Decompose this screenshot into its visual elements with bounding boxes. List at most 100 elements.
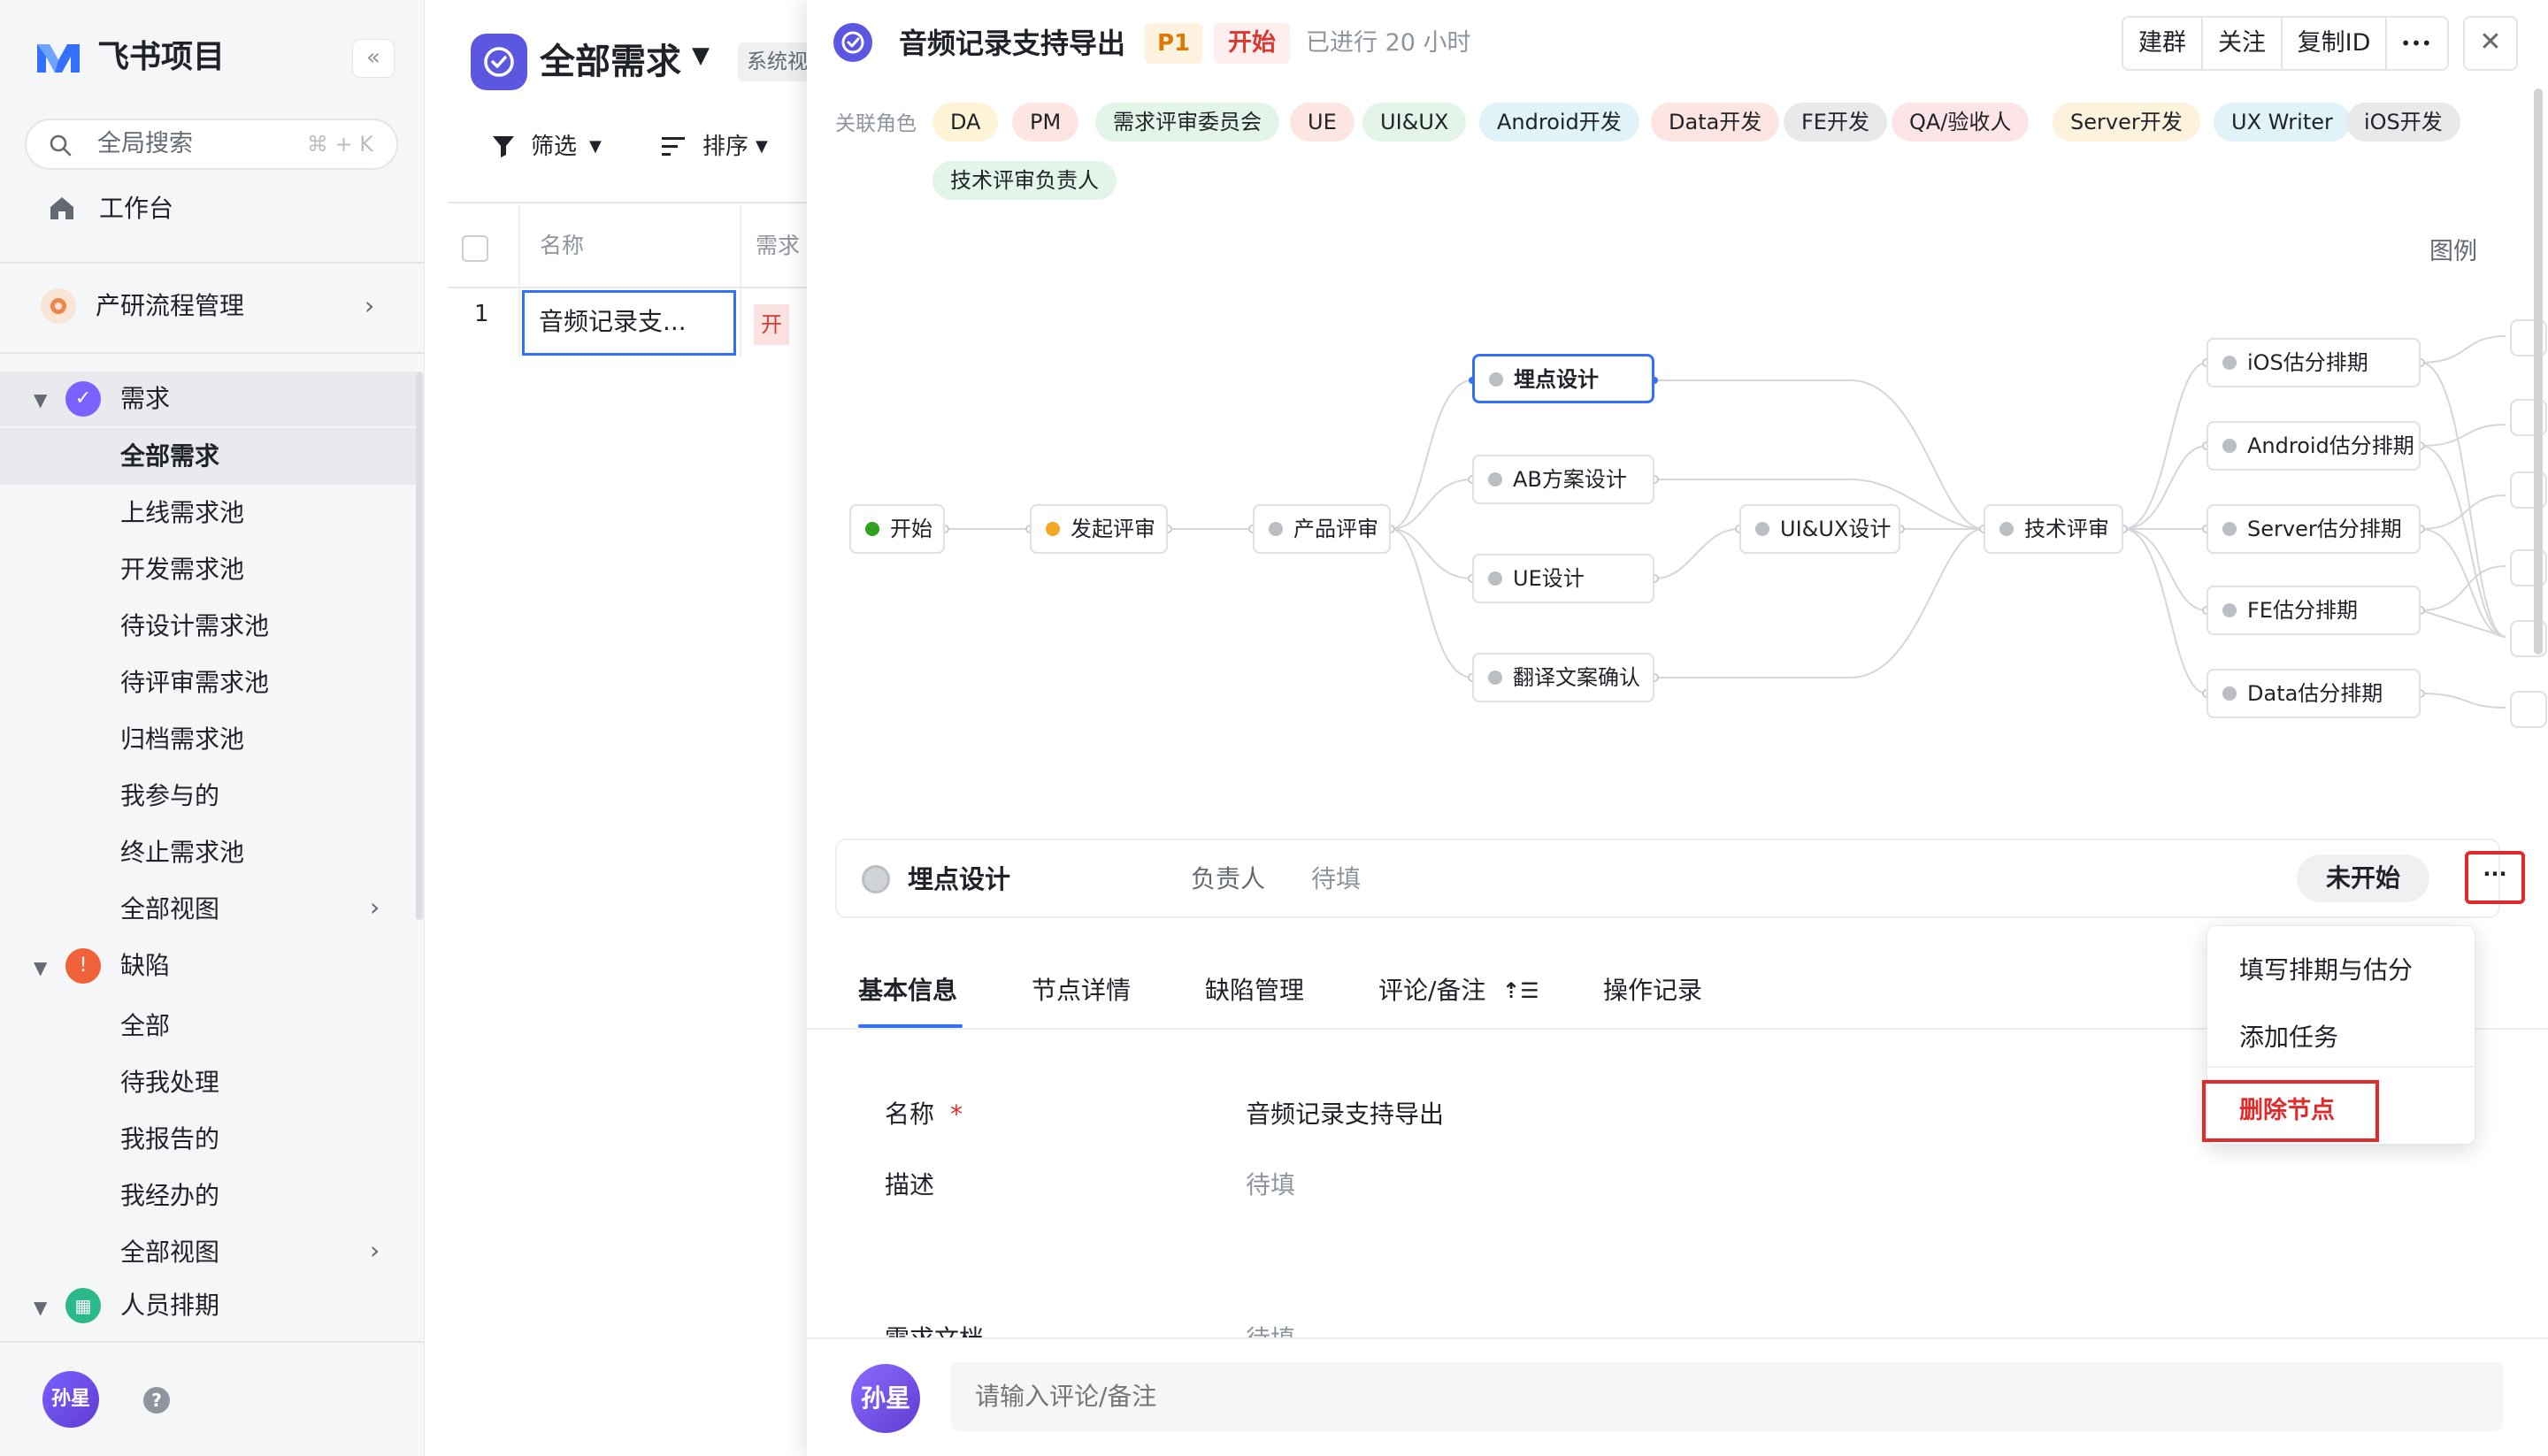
flow-node-android-estimate[interactable]: Android估分排期 — [2206, 421, 2421, 471]
role-tag[interactable]: Server开发 — [2053, 103, 2200, 142]
role-tag[interactable]: PM — [1012, 103, 1079, 142]
node-status-dot — [1046, 522, 1060, 536]
sidebar-item-all-views[interactable]: 全部视图 — [120, 894, 220, 923]
menu-item-fill-schedule[interactable]: 填写排期与估分 — [2239, 955, 2414, 985]
sidebar-item-my-reported[interactable]: 我报告的 — [120, 1124, 220, 1153]
panel-scrollbar[interactable] — [2534, 88, 2543, 655]
caret-down-icon[interactable]: ▼ — [34, 389, 48, 410]
flow-node-data-estimate[interactable]: Data估分排期 — [2206, 669, 2421, 718]
column-header-name[interactable]: 名称 — [540, 233, 585, 258]
sidebar-category-defects[interactable]: 缺陷 — [120, 951, 171, 980]
tab-defect-management[interactable]: 缺陷管理 — [1205, 976, 1305, 1005]
role-tag[interactable]: QA/验收人 — [1892, 103, 2030, 142]
flow-node-tech-review[interactable]: 技术评审 — [1984, 504, 2123, 554]
defects-icon: ! — [65, 948, 101, 984]
flow-node-server-estimate[interactable]: Server估分排期 — [2206, 504, 2421, 554]
filter-icon[interactable] — [490, 133, 517, 159]
caret-down-icon[interactable]: ▼ — [756, 137, 768, 156]
role-tag[interactable]: Data开发 — [1651, 103, 1780, 142]
sidebar-item-defect-views[interactable]: 全部视图 — [120, 1238, 220, 1267]
flow-node-review-start[interactable]: 发起评审 — [1030, 504, 1168, 554]
role-tag[interactable]: DA — [932, 103, 999, 142]
flow-node-ios-estimate[interactable]: iOS估分排期 — [2206, 338, 2421, 387]
role-tag[interactable]: FE开发 — [1784, 103, 1887, 142]
select-all-checkbox[interactable] — [462, 235, 488, 262]
role-tag[interactable]: UI&UX — [1362, 103, 1467, 142]
help-icon[interactable]: ? — [143, 1387, 170, 1414]
tab-node-detail[interactable]: 节点详情 — [1032, 976, 1132, 1005]
flow-node-ab-design[interactable]: AB方案设计 — [1472, 455, 1654, 504]
sidebar-item-design-pool[interactable]: 待设计需求池 — [120, 611, 270, 640]
sidebar-item-all-requirements[interactable]: 全部需求 — [0, 428, 416, 485]
role-tag[interactable]: 需求评审委员会 — [1095, 103, 1279, 142]
filter-button[interactable]: 筛选 — [531, 134, 578, 160]
flow-node-tracking-design[interactable]: 埋点设计 — [1472, 354, 1654, 403]
sidebar-category-requirements[interactable]: ▼ ✓ 需求 — [0, 372, 416, 426]
role-tag[interactable]: iOS开发 — [2346, 103, 2460, 142]
follow-button[interactable]: 关注 — [2203, 18, 2283, 69]
flow-node-uiux-design[interactable]: UI&UX设计 — [1739, 504, 1900, 554]
flow-node-ue-design[interactable]: UE设计 — [1472, 554, 1654, 603]
column-header-requirement[interactable]: 需求 — [756, 233, 801, 258]
sidebar-scrollbar[interactable] — [416, 372, 423, 920]
role-tag[interactable]: UE — [1290, 103, 1355, 142]
tab-comments[interactable]: 评论/备注 — [1378, 976, 1486, 1005]
table-row-status-cell[interactable]: 开 — [754, 304, 789, 345]
menu-item-add-task[interactable]: 添加任务 — [2239, 1023, 2339, 1052]
menu-item-delete-node[interactable]: 删除节点 — [2202, 1080, 2379, 1142]
node-more-button[interactable]: ··· — [2465, 851, 2525, 904]
caret-down-icon[interactable]: ▼ — [34, 1297, 48, 1318]
sidebar-item-my-pending[interactable]: 待我处理 — [120, 1068, 220, 1097]
sidebar-item-online-pool[interactable]: 上线需求池 — [120, 498, 245, 527]
sidebar-item-participated[interactable]: 我参与的 — [120, 781, 220, 810]
copy-id-button[interactable]: 复制ID — [2283, 18, 2387, 69]
flow-node-fe-estimate[interactable]: FE估分排期 — [2206, 586, 2421, 635]
table-row-name-cell[interactable]: 音频记录支... — [522, 290, 736, 356]
user-avatar[interactable]: 孙星 — [42, 1371, 99, 1428]
sidebar-item-my-handled[interactable]: 我经办的 — [120, 1181, 220, 1210]
role-tag[interactable]: Android开发 — [1479, 103, 1639, 142]
sidebar-item-workbench[interactable]: 工作台 — [99, 194, 174, 223]
sort-button[interactable]: 排序 — [702, 134, 749, 160]
role-tag[interactable]: 技术评审负责人 — [932, 161, 1117, 200]
global-search-box[interactable]: 全局搜索 ⌘ + K — [25, 119, 398, 170]
tab-operation-log[interactable]: 操作记录 — [1603, 976, 1703, 1005]
status-badge[interactable]: 开始 — [1214, 23, 1290, 64]
caret-down-icon[interactable]: ▼ — [692, 42, 710, 69]
caret-down-icon[interactable]: ▼ — [589, 137, 602, 156]
sidebar-item-terminated-pool[interactable]: 终止需求池 — [120, 838, 245, 867]
more-actions-button[interactable]: ••• — [2400, 33, 2432, 54]
node-status-button[interactable]: 未开始 — [2297, 854, 2429, 902]
node-label: UE设计 — [1513, 566, 1585, 591]
priority-badge[interactable]: P1 — [1145, 23, 1203, 64]
role-tag[interactable]: UX Writer — [2214, 103, 2351, 142]
search-icon — [50, 134, 72, 157]
node-label: 翻译文案确认 — [1513, 665, 1640, 690]
field-value-name[interactable]: 音频记录支持导出 — [1246, 1100, 1445, 1129]
comment-sort-icon[interactable]: ⇡☰ — [1502, 978, 1539, 1003]
chevron-right-icon[interactable]: › — [365, 291, 375, 320]
chevron-right-icon[interactable]: › — [370, 893, 380, 922]
flow-node-start[interactable]: 开始 — [849, 504, 945, 554]
collapse-sidebar-button[interactable]: « — [352, 39, 395, 78]
sidebar-category-schedule[interactable]: 人员排期 — [120, 1291, 220, 1320]
view-title[interactable]: 全部需求 — [540, 42, 681, 82]
sort-icon[interactable] — [660, 134, 687, 159]
sidebar-item-dev-pool[interactable]: 开发需求池 — [120, 555, 245, 584]
chevron-right-icon[interactable]: › — [370, 1236, 380, 1265]
comment-input[interactable] — [950, 1362, 2504, 1431]
flow-node-product-review[interactable]: 产品评审 — [1253, 504, 1391, 554]
tab-basic-info[interactable]: 基本信息 — [858, 976, 958, 1005]
legend-button[interactable]: 图例 — [2429, 238, 2477, 265]
detail-title[interactable]: 音频记录支持导出 — [899, 27, 1126, 60]
close-panel-button[interactable]: ✕ — [2463, 16, 2518, 71]
flow-node-translation[interactable]: 翻译文案确认 — [1472, 653, 1654, 702]
caret-down-icon[interactable]: ▼ — [34, 957, 48, 978]
sidebar-item-archive-pool[interactable]: 归档需求池 — [120, 724, 245, 754]
owner-field[interactable]: 待填 — [1311, 864, 1362, 893]
sidebar-item-defects-all[interactable]: 全部 — [120, 1011, 171, 1040]
create-group-button[interactable]: 建群 — [2123, 18, 2203, 69]
field-value-description[interactable]: 待填 — [1246, 1170, 1296, 1199]
sidebar-item-process-management[interactable]: 产研流程管理 — [96, 291, 245, 320]
sidebar-item-review-pool[interactable]: 待评审需求池 — [120, 668, 270, 697]
